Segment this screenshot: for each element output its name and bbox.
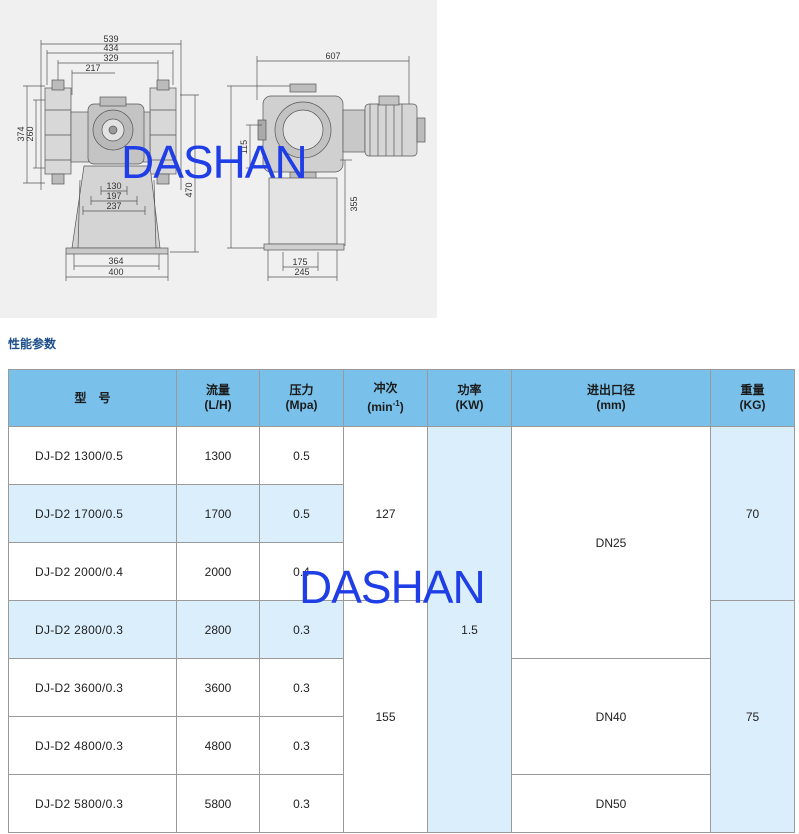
cell-flow: 3600 [176, 658, 260, 717]
header-stroke: 冲次(min-1) [343, 369, 428, 427]
cell-pressure: 0.3 [259, 600, 344, 659]
cell-flow: 1300 [176, 426, 260, 485]
dim-400: 400 [108, 267, 123, 277]
cell-model: DJ-D2 2800/0.3 [8, 600, 177, 659]
cell-flow: 2800 [176, 600, 260, 659]
dim-217: 217 [85, 63, 100, 73]
dim-607: 607 [325, 51, 340, 61]
cell-port-dn40: DN40 [511, 658, 711, 775]
table-row: DJ-D2 2800/0.3 2800 0.3 155 75 [8, 600, 795, 833]
cell-port-dn50: DN50 [511, 774, 711, 833]
table-row: DJ-D2 3600/0.3 3600 0.3 DN40 [8, 658, 795, 775]
dim-260: 260 [25, 126, 35, 141]
table-header-row: 型 号 流量(L/H) 压力(Mpa) 冲次(min-1) 功率(KW) 进出口… [8, 369, 795, 427]
cell-weight-70: 70 [710, 426, 795, 601]
table-row: DJ-D2 1300/0.5 1300 0.5 127 1.5 DN25 70 [8, 426, 795, 833]
cell-stroke-127: 127 [343, 426, 428, 601]
dim-355: 355 [349, 196, 359, 211]
header-power: 功率(KW) [427, 369, 512, 427]
cell-model: DJ-D2 1300/0.5 [8, 426, 177, 485]
technical-drawing: 539 434 329 217 607 374 260 115 470 355 … [0, 0, 437, 318]
cell-model: DJ-D2 1700/0.5 [8, 484, 177, 543]
cell-pressure: 0.4 [259, 542, 344, 601]
cell-port-dn25: DN25 [511, 426, 711, 659]
cell-stroke-155: 155 [343, 600, 428, 833]
dim-434: 434 [103, 43, 118, 53]
cell-model: DJ-D2 4800/0.3 [8, 716, 177, 775]
cell-pressure: 0.5 [259, 484, 344, 543]
cell-pressure: 0.3 [259, 716, 344, 775]
dim-245: 245 [294, 267, 309, 277]
header-flow: 流量(L/H) [176, 369, 260, 427]
spec-table: 型 号 流量(L/H) 压力(Mpa) 冲次(min-1) 功率(KW) 进出口… [8, 369, 795, 833]
header-model: 型 号 [8, 369, 177, 427]
dim-539: 539 [103, 34, 118, 44]
cell-flow: 4800 [176, 716, 260, 775]
cell-model: DJ-D2 2000/0.4 [8, 542, 177, 601]
table-row: DJ-D2 1700/0.5 1700 0.5 [8, 484, 795, 543]
cell-model: DJ-D2 5800/0.3 [8, 774, 177, 833]
cell-pressure: 0.3 [259, 658, 344, 717]
dim-329: 329 [103, 53, 118, 63]
dim-197: 197 [106, 191, 121, 201]
dim-115: 115 [239, 140, 249, 154]
dim-364: 364 [108, 256, 123, 266]
dim-237: 237 [106, 201, 121, 211]
cell-flow: 2000 [176, 542, 260, 601]
table-row: DJ-D2 4800/0.3 4800 0.3 [8, 716, 795, 775]
section-title: 性能参数 [8, 337, 57, 351]
cell-power: 1.5 [427, 426, 512, 833]
cell-flow: 1700 [176, 484, 260, 543]
header-weight: 重量(KG) [710, 369, 795, 427]
cell-flow: 5800 [176, 774, 260, 833]
dim-130: 130 [106, 181, 121, 191]
dim-374: 374 [16, 126, 26, 141]
cell-pressure: 0.3 [259, 774, 344, 833]
cell-pressure: 0.5 [259, 426, 344, 485]
table-row: DJ-D2 2000/0.4 2000 0.4 [8, 542, 795, 601]
dim-175: 175 [292, 257, 307, 267]
cell-model: DJ-D2 3600/0.3 [8, 658, 177, 717]
header-pressure: 压力(Mpa) [259, 369, 344, 427]
header-port: 进出口径(mm) [511, 369, 711, 427]
dim-470: 470 [184, 182, 194, 197]
drawing-svg: 539 434 329 217 607 374 260 115 470 355 … [16, 34, 426, 281]
table-row: DJ-D2 5800/0.3 5800 0.3 DN50 [8, 774, 795, 833]
cell-weight-75: 75 [710, 600, 795, 833]
